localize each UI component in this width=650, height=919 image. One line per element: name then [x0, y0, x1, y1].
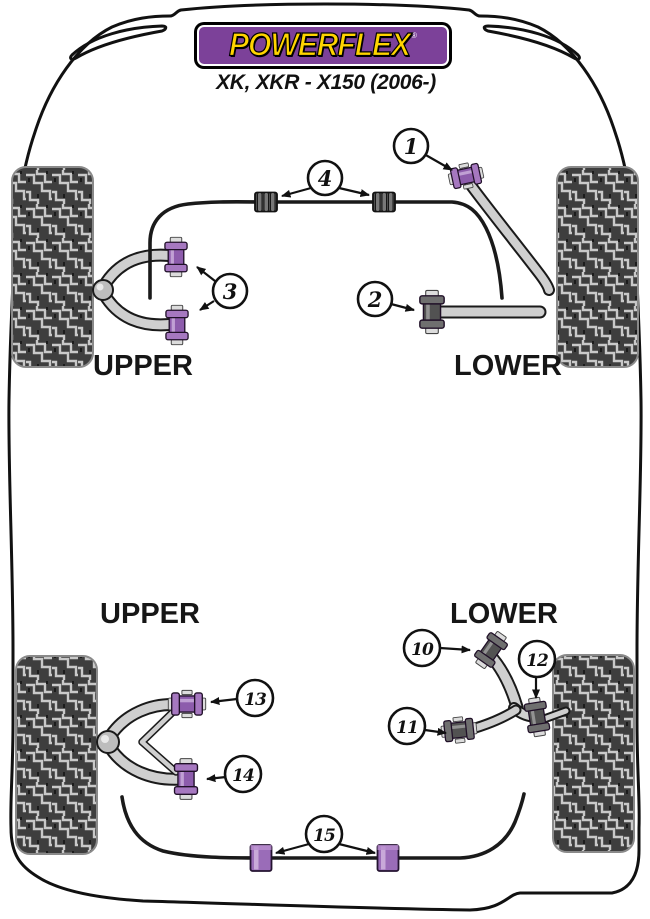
tire-front-right	[556, 166, 639, 368]
callout-14-number: 14	[232, 766, 254, 786]
bushing-15-left	[249, 844, 273, 872]
front-anti-roll-bar	[148, 200, 504, 300]
front-upper-wishbone	[92, 248, 181, 332]
bushing-2	[419, 289, 445, 335]
callout-2: 2	[356, 280, 415, 318]
tire-front-left	[11, 166, 94, 368]
callout-15: 15	[275, 814, 376, 855]
callout-2-number: 2	[367, 287, 383, 312]
callout-1-number: 1	[404, 134, 419, 159]
bushing-13	[167, 689, 207, 719]
bushing-4-right	[372, 191, 396, 213]
callout-1: 1	[392, 127, 453, 171]
bushing-4-left	[254, 191, 278, 213]
rear-upper-label: UPPER	[100, 598, 200, 630]
callout-12: 12	[517, 639, 557, 699]
callout-11: 11	[387, 706, 447, 746]
powerflex-logo-plate: POWERFLEX ®	[197, 25, 449, 66]
front-upper-label: UPPER	[93, 350, 193, 382]
bushing-15-right	[376, 844, 400, 872]
front-lower-label: LOWER	[454, 350, 562, 382]
callout-4-number: 4	[318, 166, 333, 191]
bushing-3-top	[164, 236, 188, 278]
powerflex-wordmark: POWERFLEX	[228, 27, 411, 63]
callout-13-number: 13	[244, 690, 267, 710]
bushing-11	[439, 714, 479, 746]
front-drop-link	[464, 178, 555, 296]
model-title: XK, XKR - X150 (2006-)	[216, 71, 436, 94]
rear-lower-label: LOWER	[450, 598, 558, 630]
rear-upper-wishbone	[96, 698, 188, 786]
tire-rear-right	[552, 654, 635, 853]
callout-15-number: 15	[313, 826, 335, 846]
right-headlight-outline	[482, 24, 581, 61]
callout-14: 14	[206, 754, 263, 794]
callout-4: 4	[281, 159, 370, 198]
rear-wishbone-pivot-ball	[96, 730, 120, 754]
callout-13: 13	[210, 678, 275, 718]
callout-3-number: 3	[223, 279, 238, 304]
callout-10-number: 10	[411, 640, 434, 660]
left-headlight-outline	[69, 24, 168, 61]
front-wishbone-pivot-ball	[92, 279, 114, 301]
bushing-3-bottom	[165, 304, 189, 346]
callout-3: 3	[196, 266, 249, 311]
bushing-14	[173, 757, 199, 801]
callout-11-number: 11	[396, 718, 418, 738]
callout-12-number: 12	[526, 651, 549, 671]
body-outline-path	[7, 2, 643, 912]
registered-trademark-mark: ®	[411, 31, 417, 40]
car-body-outline	[7, 2, 643, 912]
tires	[11, 166, 639, 855]
powerflex-logo: POWERFLEX ®	[194, 22, 452, 69]
tire-rear-left	[15, 655, 98, 855]
callout-10: 10	[402, 628, 471, 668]
